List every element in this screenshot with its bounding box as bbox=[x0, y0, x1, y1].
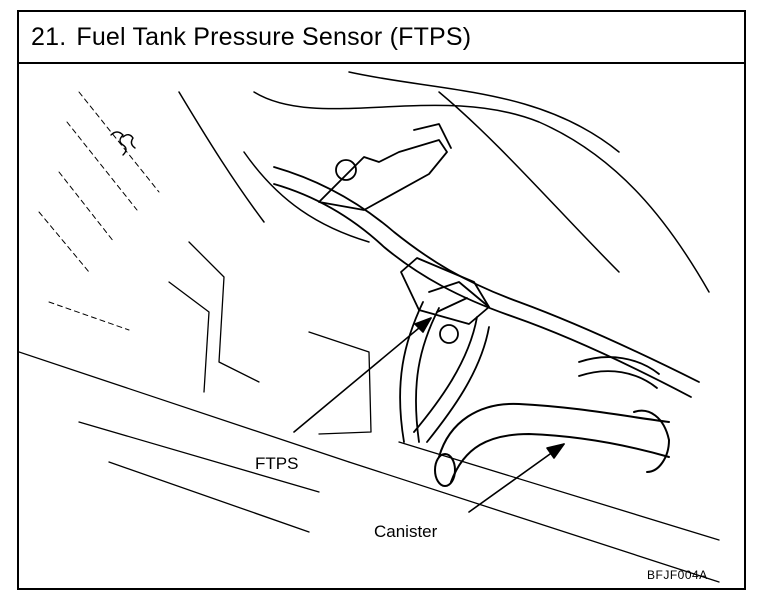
body-panel-lines bbox=[178, 71, 710, 293]
ftps-callout-label: FTPS bbox=[255, 454, 299, 473]
section-header: 21. Fuel Tank Pressure Sensor (FTPS) bbox=[19, 12, 744, 64]
ftps-sensor-connector bbox=[400, 257, 490, 344]
dashed-outline-lines bbox=[38, 91, 160, 331]
canister-leader-line bbox=[468, 443, 565, 513]
section-title: 21. Fuel Tank Pressure Sensor (FTPS) bbox=[31, 22, 471, 52]
leader-lines bbox=[293, 317, 565, 513]
canister-arrowhead bbox=[546, 443, 565, 459]
mounting-bracket bbox=[318, 123, 452, 211]
component-line-art bbox=[19, 71, 720, 583]
figure-frame: 21. Fuel Tank Pressure Sensor (FTPS) bbox=[17, 10, 746, 590]
figure-code: BFJF004A bbox=[647, 568, 708, 582]
ftps-arrowhead bbox=[414, 317, 432, 333]
canister-callout-label: Canister bbox=[374, 522, 438, 541]
ftps-leader-line bbox=[293, 317, 432, 433]
harness-tubes bbox=[273, 166, 700, 398]
section-title-text: Fuel Tank Pressure Sensor (FTPS) bbox=[76, 23, 472, 51]
canister-hose bbox=[434, 402, 670, 487]
line-drawing-figure: FTPS Canister BFJF004A bbox=[19, 62, 744, 588]
sensor-hose bbox=[399, 301, 490, 443]
section-number: 21. bbox=[31, 23, 67, 51]
frame-lines bbox=[19, 241, 720, 583]
clip-symbol bbox=[110, 131, 136, 156]
